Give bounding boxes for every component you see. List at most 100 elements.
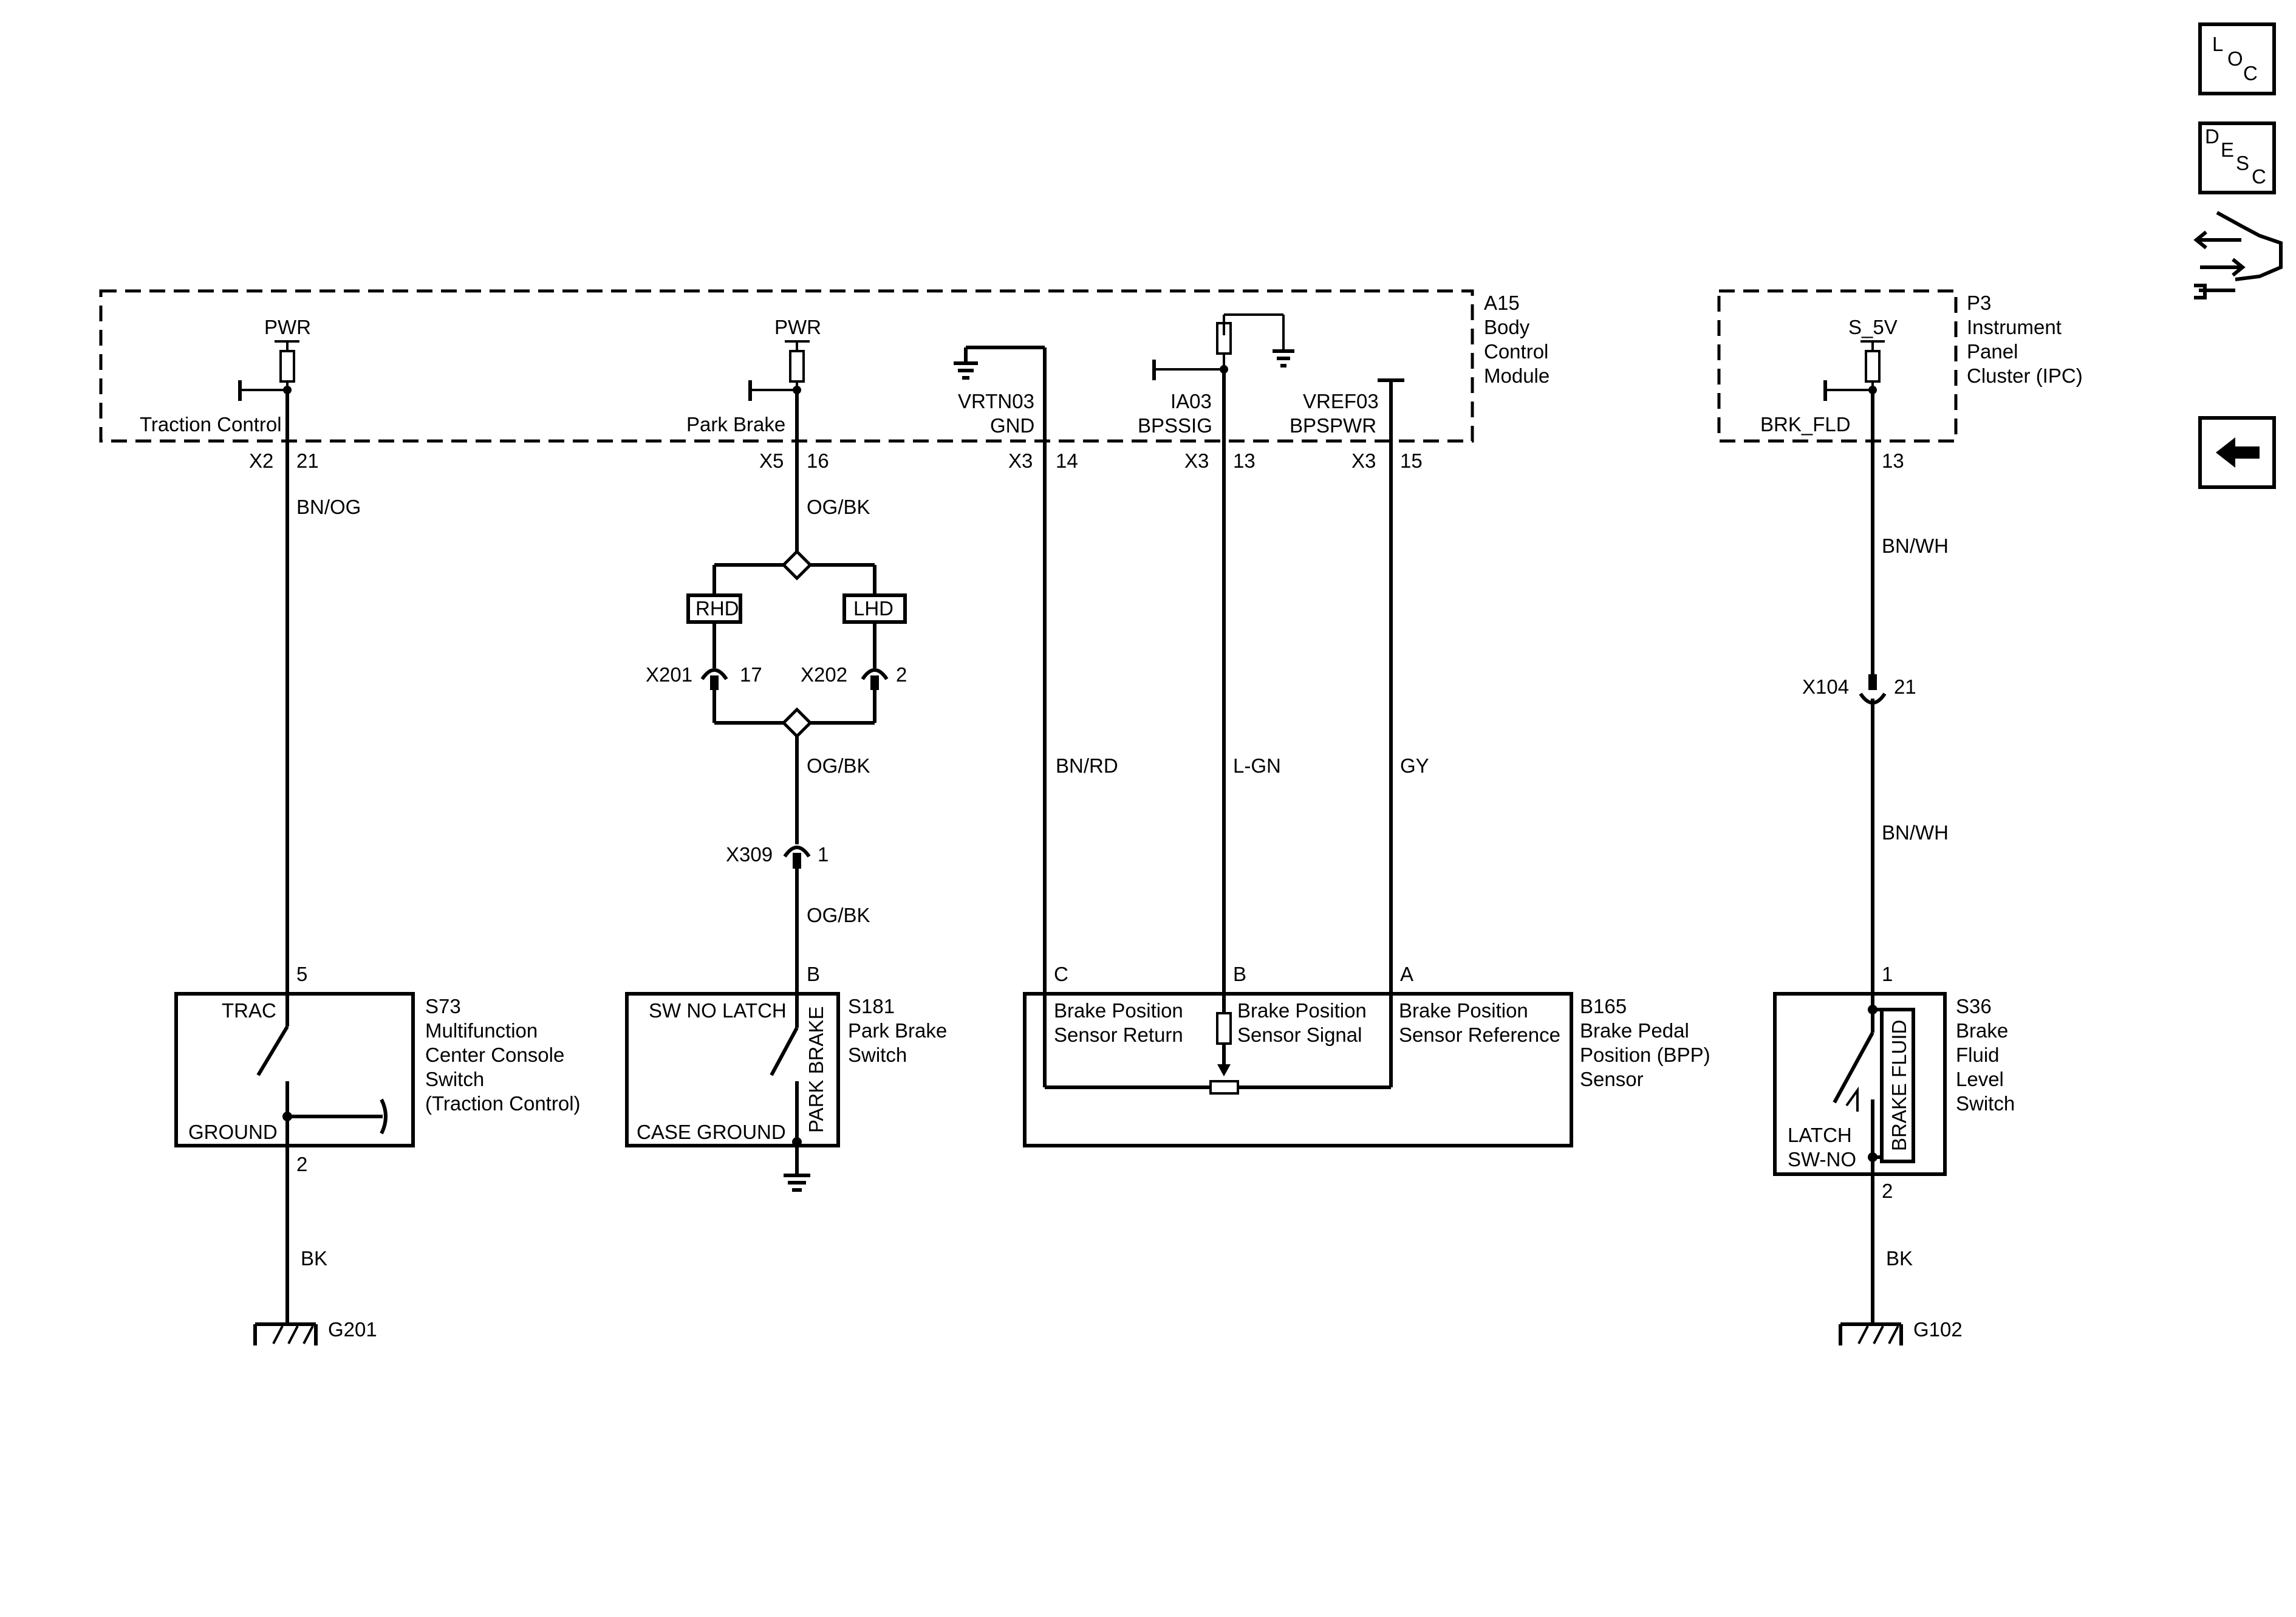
components-b165-ref-label: B165	[1580, 995, 1627, 1017]
park-brake-circuit: PWR Park Brake X5 16 OG/BK RHD LHD X201 …	[625, 316, 947, 1192]
grounds-g201-label: G201	[328, 1318, 377, 1341]
traction-control-circuit: PWR Traction Control X2 21 BN/OG 5 TRAC …	[140, 316, 581, 1345]
components-b165-name2-label: Position (BPP)	[1580, 1044, 1710, 1066]
case-ground-symbol	[784, 1174, 810, 1192]
pwr-label-1: PWR	[264, 316, 311, 338]
desc-letter-c: C	[2252, 165, 2266, 188]
brake-fluid-level-circuit: S_5V BRK_FLD 13 BN/WH X104 21 BN/WH 1 BR…	[1760, 316, 2015, 1345]
components-s73-name3-label: Switch	[425, 1068, 484, 1090]
loc-button[interactable]: L O C	[2198, 22, 2276, 95]
ground-g201-symbol	[253, 1322, 318, 1345]
components-b165-pin-c-label: C	[1054, 963, 1068, 985]
wires-og-bk2-label: OG/BK	[807, 754, 870, 777]
instrument-panel-cluster: P3 Instrument Panel Cluster (IPC)	[1717, 289, 2083, 443]
components-b165-pin-a-label: A	[1400, 963, 1413, 985]
bcm-internal-traction-control-label: Traction Control	[140, 413, 282, 436]
bcm-internal-gnd-label: GND	[990, 414, 1034, 437]
loc-letter-o: O	[2227, 47, 2243, 70]
components-s36-name4-label: Switch	[1956, 1092, 2015, 1115]
grounds-g102-label: G102	[1913, 1318, 1963, 1341]
wires-bk1-label: BK	[301, 1247, 327, 1270]
components-b165-sig2-label: Sensor Signal	[1237, 1024, 1362, 1046]
bcm-internal-bpspwr-label: BPSPWR	[1290, 414, 1376, 437]
inline-connectors-x202-pin-label: 2	[896, 663, 907, 686]
components-b165-pin-b-label: B	[1233, 963, 1246, 985]
components-s73-label-bottom-label: GROUND	[188, 1121, 278, 1143]
components-b165-sig1-label: Brake Position	[1237, 999, 1367, 1022]
bcm-internal-vref03-label: VREF03	[1303, 390, 1379, 412]
lhd-label: LHD	[853, 597, 893, 620]
pins-x5-label: X5	[759, 450, 784, 472]
components-s181-label-bottom-label: CASE GROUND	[637, 1121, 786, 1143]
components-s36-pin-top-label: 1	[1882, 963, 1893, 985]
components-s73-ref-label: S73	[425, 995, 461, 1017]
inline-connectors-x104-label: X104	[1802, 675, 1849, 698]
components-s181-ref-label: S181	[848, 995, 895, 1017]
ipc-internal-s5v-label: S_5V	[1848, 316, 1898, 338]
wires-bk2-label: BK	[1886, 1247, 1913, 1270]
ipc-internal-brk-fld-label: BRK_FLD	[1760, 413, 1851, 436]
connector-wrench-icon[interactable]	[2193, 211, 2283, 299]
components-s36-name3-label: Level	[1956, 1068, 2004, 1090]
inline-connectors-x201-pin-label: 17	[740, 663, 762, 686]
modules-bcm-name2-label: Control	[1484, 340, 1548, 363]
components-s73-label-top-label: TRAC	[222, 999, 276, 1022]
components-s36-name2-label: Fluid	[1956, 1044, 2000, 1066]
loc-letter-l: L	[2212, 33, 2223, 55]
inline-connectors-x202-label: X202	[801, 663, 847, 686]
wires-og-bk1-label: OG/BK	[807, 496, 870, 518]
left-arrow-icon	[2216, 437, 2260, 468]
pins-x3c-label: X3	[1351, 450, 1376, 472]
components-s36-name1-label: Brake	[1956, 1019, 2008, 1042]
wires-l-gn-label: L-GN	[1233, 754, 1281, 777]
components-s181-pin-top-label: B	[807, 963, 820, 985]
components-s181-name2-label: Switch	[848, 1044, 907, 1066]
components-s36-latch-label: LATCH	[1788, 1124, 1852, 1146]
bcm-internal-vrtn03-label: VRTN03	[958, 390, 1034, 412]
ground-g102-symbol	[1839, 1322, 1903, 1345]
modules-bcm-name1-label: Body	[1484, 316, 1530, 338]
components-s181-name1-label: Park Brake	[848, 1019, 947, 1042]
components-b165-name1-label: Brake Pedal	[1580, 1019, 1689, 1042]
wires-bn-wh2-label: BN/WH	[1882, 821, 1949, 844]
components-s73-name2-label: Center Console	[425, 1044, 564, 1066]
rhd-label: RHD	[695, 597, 739, 620]
components-s73-name1-label: Multifunction	[425, 1019, 538, 1042]
pwr-label-2: PWR	[774, 316, 821, 338]
components-s36-ref-label: S36	[1956, 995, 1992, 1017]
back-button[interactable]	[2198, 416, 2276, 489]
components-s36-pin-bottom-label: 2	[1882, 1180, 1893, 1202]
pins-p13-label: 13	[1233, 450, 1256, 472]
wires-og-bk3-label: OG/BK	[807, 904, 870, 926]
modules-bcm-ref-label: A15	[1484, 292, 1520, 314]
inline-connectors-x309-label: X309	[726, 843, 773, 866]
wires-bn-rd-label: BN/RD	[1056, 754, 1118, 777]
bcm-internal-ia03-label: IA03	[1170, 390, 1212, 412]
wires-gy-label: GY	[1400, 754, 1429, 777]
modules-ipc-name2-label: Panel	[1967, 340, 2018, 363]
desc-button[interactable]: D E S C	[2198, 121, 2276, 194]
pins-p14-label: 14	[1056, 450, 1078, 472]
pins-p15-label: 15	[1400, 450, 1423, 472]
components-b165-name3-label: Sensor	[1580, 1068, 1644, 1090]
modules-ipc-name3-label: Cluster (IPC)	[1967, 364, 2083, 387]
modules-ipc-ref-label: P3	[1967, 292, 1991, 314]
pins-x3b-label: X3	[1184, 450, 1209, 472]
inline-connectors-x309-pin-label: 1	[818, 843, 829, 866]
components-s36-swno-label: SW-NO	[1788, 1148, 1856, 1171]
bcm-internal-bpssig-label: BPSSIG	[1138, 414, 1212, 437]
pins-p21-label: 21	[296, 450, 319, 472]
modules-bcm-name3-label: Module	[1484, 364, 1549, 387]
inline-connectors-x201-label: X201	[646, 663, 692, 686]
desc-letter-e: E	[2221, 138, 2234, 161]
brake-fluid-vertical-label: BRAKE FLUID	[1888, 1020, 1910, 1151]
modules-ipc-name1-label: Instrument	[1967, 316, 2062, 338]
wires-bn-wh1-label: BN/WH	[1882, 535, 1949, 557]
components-s73-pin-bottom-label: 2	[296, 1153, 307, 1175]
components-b165-ref1-label: Brake Position	[1399, 999, 1528, 1022]
body-control-module: A15 Body Control Module	[99, 289, 1549, 443]
components-s73-name4-label: (Traction Control)	[425, 1092, 581, 1115]
components-b165-ret2-label: Sensor Return	[1054, 1024, 1183, 1046]
desc-letter-d: D	[2205, 125, 2219, 148]
